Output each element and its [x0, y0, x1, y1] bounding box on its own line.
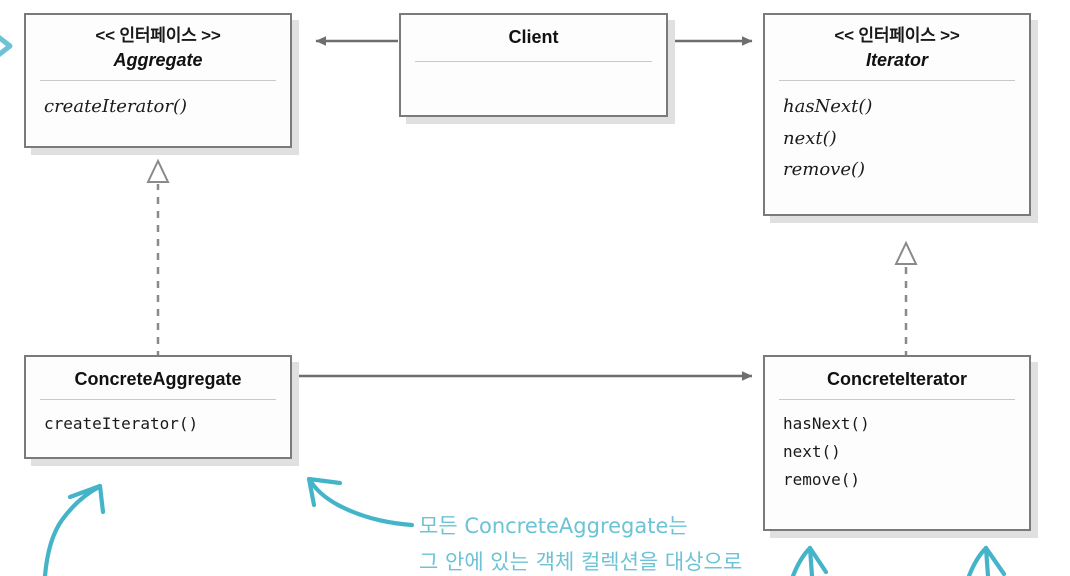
class-box-aggregate[interactable]: << 인터페이스 >> Aggregate createIterator()	[24, 13, 292, 148]
class-name: Iterator	[865, 49, 928, 70]
annotation-text-line-1: 모든 ConcreteAggregate는	[419, 514, 688, 538]
cyan-arrowhead-left-edge-icon	[0, 35, 13, 57]
section-divider	[40, 399, 276, 401]
section-divider	[40, 80, 276, 82]
class-box-iterator[interactable]: << 인터페이스 >> Iterator hasNext() next() re…	[763, 13, 1031, 216]
class-box-concrete-iterator[interactable]: ConcreteIterator hasNext() next() remove…	[763, 355, 1031, 531]
class-member: next()	[783, 442, 841, 462]
realization-concrete-iterator-to-iterator	[894, 240, 918, 358]
stereotype-label: << 인터페이스 >>	[834, 26, 960, 45]
section-divider	[779, 399, 1015, 401]
class-header-iterator: << 인터페이스 >> Iterator	[765, 15, 1029, 73]
class-name: Client	[508, 27, 559, 47]
class-member: remove()	[783, 159, 866, 181]
cyan-arrowhead-bottom-right-2-icon	[966, 545, 1007, 576]
class-name: ConcreteAggregate	[74, 369, 242, 389]
class-header-concrete-iterator: ConcreteIterator	[765, 357, 1029, 392]
class-header-client: Client	[401, 15, 666, 50]
class-members-concrete-iterator: hasNext() next() remove()	[765, 400, 1029, 504]
class-name: Aggregate	[113, 49, 203, 70]
class-header-aggregate: << 인터페이스 >> Aggregate	[26, 15, 290, 73]
class-name: ConcreteIterator	[826, 369, 968, 389]
section-divider	[779, 80, 1015, 82]
class-box-concrete-aggregate[interactable]: ConcreteAggregate createIterator()	[24, 355, 292, 459]
class-members-concrete-aggregate: createIterator()	[26, 400, 290, 448]
class-members-iterator: hasNext() next() remove()	[765, 81, 1029, 196]
class-member: hasNext()	[783, 414, 870, 434]
section-divider	[415, 61, 652, 63]
class-box-client[interactable]: Client	[399, 13, 668, 117]
class-member: remove()	[783, 470, 861, 490]
class-members-aggregate: createIterator()	[26, 81, 290, 133]
class-member: hasNext()	[783, 96, 873, 118]
cyan-curved-arrow-to-concrete-aggregate-icon	[306, 476, 415, 528]
cyan-arrowhead-bottom-right-1-icon	[790, 545, 829, 576]
class-member: createIterator()	[44, 96, 188, 118]
realization-concrete-aggregate-to-aggregate	[146, 158, 170, 358]
cyan-curved-arrow-bottom-left-icon	[42, 483, 106, 576]
stereotype-label: << 인터페이스 >>	[95, 26, 221, 45]
class-member: createIterator()	[44, 414, 199, 434]
class-member: next()	[783, 127, 837, 149]
annotation-text-line-2: 그 안에 있는 객체 컬렉션을 대상으로	[419, 550, 743, 574]
class-header-concrete-aggregate: ConcreteAggregate	[26, 357, 290, 392]
